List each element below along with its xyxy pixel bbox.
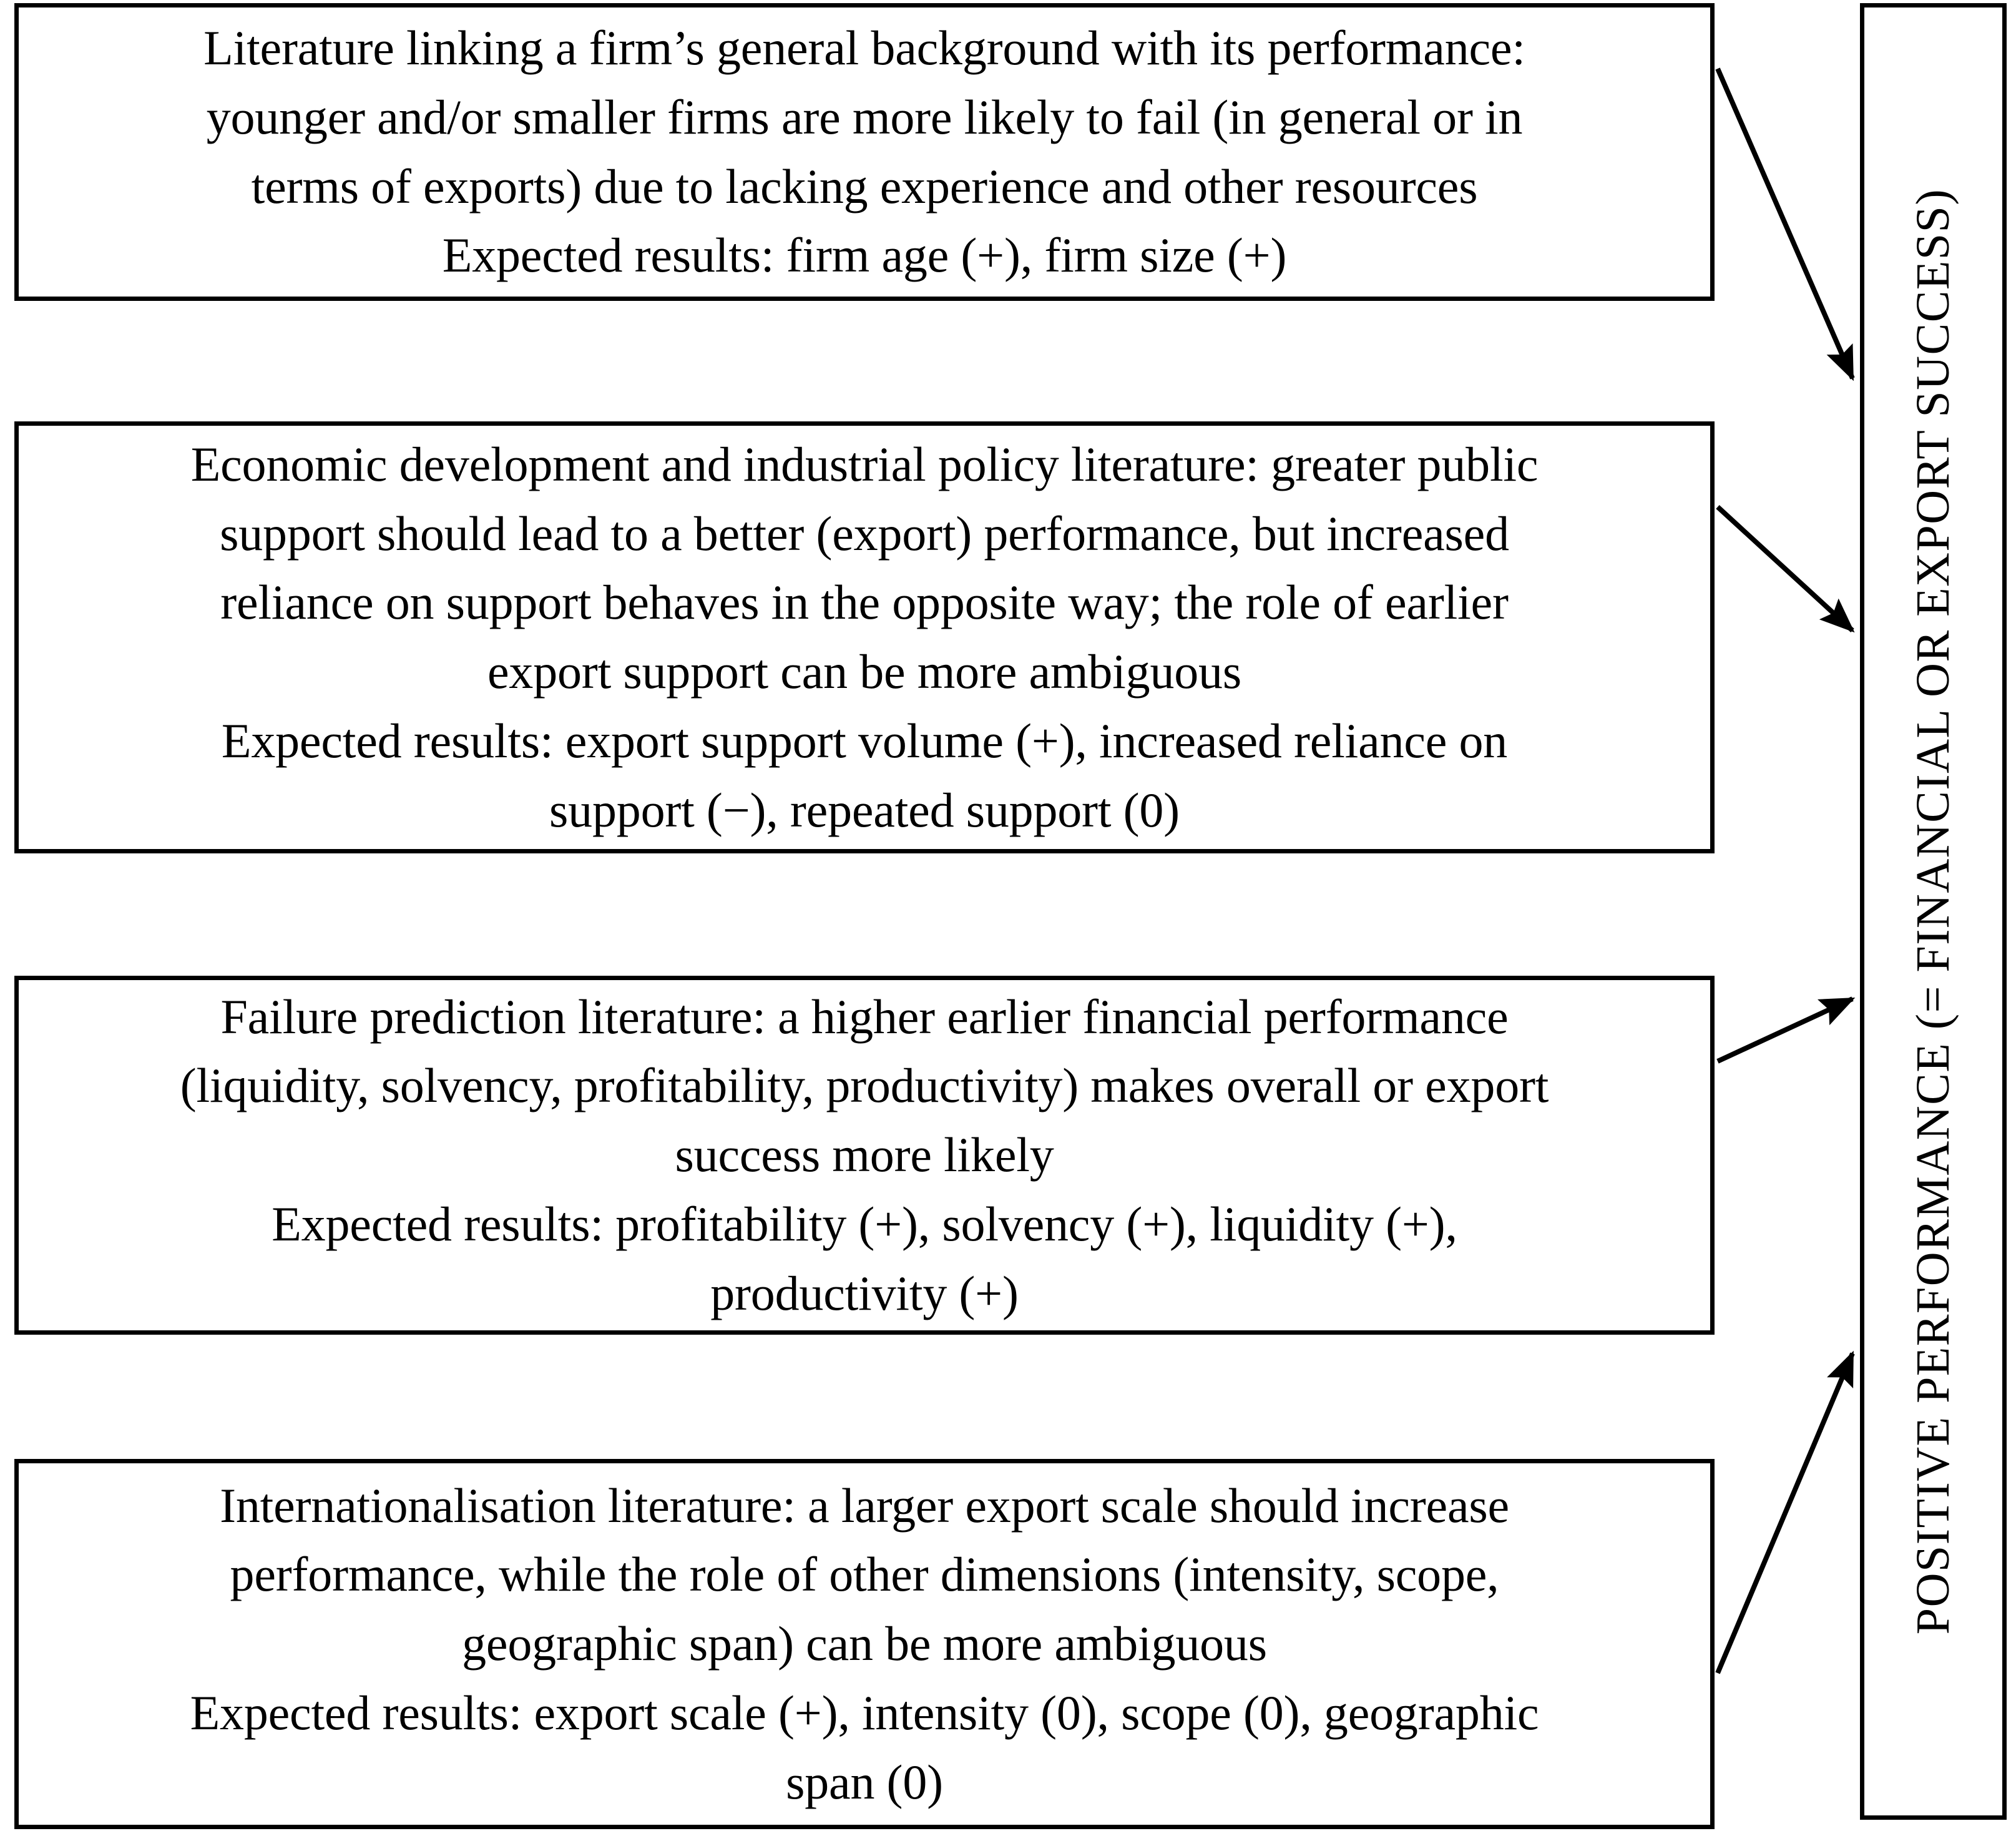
arrow-box-2-to-outcome <box>1716 505 1855 633</box>
box-3-line-2: (liquidity, solvency, profitability, pro… <box>180 1058 1549 1113</box>
box-1-line-1: Literature linking a firm’s general back… <box>203 21 1525 75</box>
arrow-box-1-to-outcome <box>1715 67 1855 381</box>
box-3-line-1: Failure prediction literature: a higher … <box>220 989 1509 1044</box>
box-3-line-3: success more likely <box>675 1127 1054 1182</box>
box-2-line-4: export support can be more ambiguous <box>487 644 1241 699</box>
box-4-line-5: span (0) <box>786 1754 943 1809</box>
box-3-line-4: Expected results: profitability (+), sol… <box>272 1196 1457 1251</box>
box-2-line-3: reliance on support behaves in the oppos… <box>220 575 1509 630</box>
arrow-box-3-to-outcome <box>1716 996 1856 1064</box>
box-1-line-4: Expected results: firm age (+), firm siz… <box>442 228 1287 283</box>
literature-box-economic-development-industrial-policy: Economic development and industrial poli… <box>14 421 1715 853</box>
box-2-line-1: Economic development and industrial poli… <box>190 436 1539 491</box>
literature-box-internationalisation: Internationalisation literature: a large… <box>14 1459 1715 1829</box>
outcome-panel-label: POSITIVE PERFORMANCE (= FINANCIAL OR EXP… <box>1907 188 1960 1635</box>
box-1-line-3: terms of exports) due to lacking experie… <box>251 159 1478 214</box>
box-4-line-4: Expected results: export scale (+), inte… <box>190 1685 1539 1740</box>
box-2-line-2: support should lead to a better (export)… <box>220 506 1509 561</box>
outcome-panel-positive-performance: POSITIVE PERFORMANCE (= FINANCIAL OR EXP… <box>1860 3 2007 1820</box>
literature-box-failure-prediction: Failure prediction literature: a higher … <box>14 976 1715 1335</box>
box-2-line-6: support (−), repeated support (0) <box>549 782 1180 837</box>
box-3-line-5: productivity (+) <box>710 1265 1019 1320</box>
box-4-line-2: performance, while the role of other dim… <box>230 1547 1499 1602</box>
box-4-line-3: geographic span) can be more ambiguous <box>462 1616 1267 1671</box>
box-4-line-1: Internationalisation literature: a large… <box>220 1478 1509 1533</box>
arrow-box-4-to-outcome <box>1715 1350 1855 1674</box>
literature-box-general-background: Literature linking a firm’s general back… <box>14 3 1715 301</box>
box-1-line-2: younger and/or smaller firms are more li… <box>206 89 1523 144</box>
box-2-line-5: Expected results: export support volume … <box>221 713 1508 768</box>
